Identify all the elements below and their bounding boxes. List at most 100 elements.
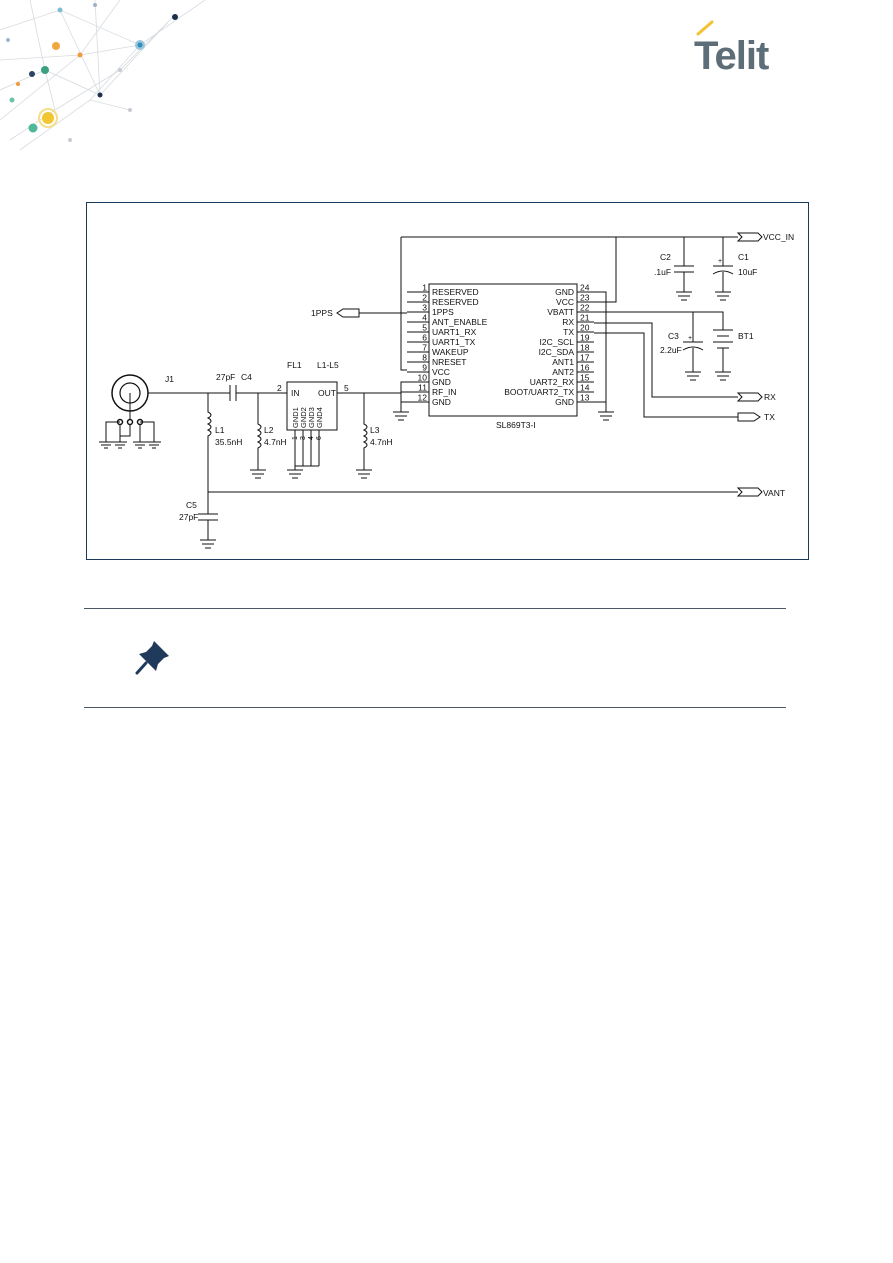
c1-value: 10uF <box>738 267 757 277</box>
ic-pin-number: 13 <box>580 393 590 403</box>
fl1-pin-out: 5 <box>344 383 349 393</box>
ic-pin-name: RESERVED <box>432 287 479 297</box>
ic-pin-number: 10 <box>418 373 428 383</box>
ic-pin-number: 4 <box>422 313 427 323</box>
ic-pin-name: WAKEUP <box>432 347 469 357</box>
ic-pin-name: UART2_RX <box>530 377 575 387</box>
ic-pin-name: RESERVED <box>432 297 479 307</box>
port-1pps <box>336 308 360 318</box>
j1-ref: J1 <box>165 374 174 384</box>
ic-pin-name: UART1_RX <box>432 327 477 337</box>
ic-pin-name: GND <box>432 377 451 387</box>
port-rx <box>736 392 763 402</box>
fl1-body <box>286 381 338 431</box>
port-vant <box>736 487 763 497</box>
fl1-gnd-pin-name: GND3 <box>307 407 316 428</box>
bt1-ref: BT1 <box>738 331 754 341</box>
c3-value: 2.2uF <box>660 345 682 355</box>
c5-ref: C5 <box>186 500 197 510</box>
l3-ref: L3 <box>370 425 380 435</box>
c5-value: 27pF <box>179 512 198 522</box>
ic-pin-number: 6 <box>422 333 427 343</box>
fl1-in: IN <box>291 388 300 398</box>
pushpin-icon <box>135 641 169 675</box>
ic-pin-number: 9 <box>422 363 427 373</box>
l1-ref: L1 <box>215 425 225 435</box>
ic-pin-name: 1PPS <box>432 307 454 317</box>
c2-ref: C2 <box>660 252 671 262</box>
ic-name: SL869T3-I <box>496 420 536 430</box>
l3-value: 4.7nH <box>370 437 393 447</box>
port-1pps-label: 1PPS <box>311 308 333 318</box>
ic-pin-number: 24 <box>580 283 590 293</box>
ic-pin-name: ANT2 <box>552 367 574 377</box>
ic-pin-name: BOOT/UART2_TX <box>504 387 574 397</box>
c2-value: .1uF <box>654 267 671 277</box>
c4-value: 27pF <box>216 372 235 382</box>
note-divider-bottom <box>84 707 786 708</box>
ic-pin-number: 14 <box>580 383 590 393</box>
ic-pin-number: 15 <box>580 373 590 383</box>
schematic-frame <box>86 202 809 560</box>
ic-pin-name: VCC <box>556 297 574 307</box>
c1-ref: C1 <box>738 252 749 262</box>
c4-ref: C4 <box>241 372 252 382</box>
logo-accent-icon <box>696 20 714 36</box>
ic-pin-name: GND <box>555 287 574 297</box>
ic-pin-number: 17 <box>580 353 590 363</box>
l1-value: 35.5nH <box>215 437 242 447</box>
c3-ref: C3 <box>668 331 679 341</box>
ic-pin-number: 11 <box>418 383 427 393</box>
brand-logo: Telit <box>694 20 789 80</box>
fl1-out: OUT <box>318 388 336 398</box>
ic-pin-number: 23 <box>580 293 590 303</box>
ic-pin-name: UART1_TX <box>432 337 476 347</box>
fl1-gnd-pin-name: GND1 <box>291 407 300 428</box>
ic-pin-name: ANT1 <box>552 357 574 367</box>
port-tx-label: TX <box>764 412 775 422</box>
ic-pin-name: I2C_SCL <box>540 337 575 347</box>
ic-pin-number: 19 <box>580 333 590 343</box>
ic-body <box>428 283 578 417</box>
fl1-gnd-pin-name: GND2 <box>299 407 308 428</box>
ic-pin-name: RX <box>562 317 574 327</box>
header-decoration <box>0 0 206 151</box>
ic-pin-number: 12 <box>418 393 428 403</box>
ic-pin-number: 21 <box>580 313 590 323</box>
ic-pin-number: 18 <box>580 343 590 353</box>
ic-pin-name: RF_IN <box>432 387 457 397</box>
ic-pin-name: NRESET <box>432 357 466 367</box>
fl1-part: L1-L5 <box>317 360 339 370</box>
ic-pin-number: 7 <box>422 343 427 353</box>
note-divider-top <box>84 608 786 609</box>
ic-pin-name: VBATT <box>547 307 574 317</box>
port-vcc-in <box>736 232 763 242</box>
l2-value: 4.7nH <box>264 437 287 447</box>
ic-pin-number: 22 <box>580 303 590 313</box>
svg-text:+: + <box>718 258 722 265</box>
ic-pin-name: GND <box>432 397 451 407</box>
ic-pin-number: 5 <box>422 323 427 333</box>
ic-pin-name: VCC <box>432 367 450 377</box>
port-vcc-in-label: VCC_IN <box>763 232 794 242</box>
port-vant-label: VANT <box>763 488 785 498</box>
fl1-gnd-pin-name: GND4 <box>315 407 324 428</box>
ic-pin-number: 8 <box>422 353 427 363</box>
ic-pin-name: I2C_SDA <box>539 347 575 357</box>
ic-pin-name: TX <box>563 327 574 337</box>
ic-pin-number: 16 <box>580 363 590 373</box>
port-rx-label: RX <box>764 392 776 402</box>
fl1-ref: FL1 <box>287 360 302 370</box>
port-tx <box>737 412 761 422</box>
ic-pin-name: GND <box>555 397 574 407</box>
l2-ref: L2 <box>264 425 274 435</box>
logo-text: Telit <box>694 34 769 78</box>
svg-text:+: + <box>688 335 692 342</box>
ic-pin-number: 20 <box>580 323 590 333</box>
ic-pin-number: 1 <box>422 283 427 293</box>
ic-pin-name: ANT_ENABLE <box>432 317 488 327</box>
ic-pin-number: 2 <box>422 293 427 303</box>
fl1-pin-in: 2 <box>277 383 282 393</box>
ic-pin-number: 3 <box>422 303 427 313</box>
